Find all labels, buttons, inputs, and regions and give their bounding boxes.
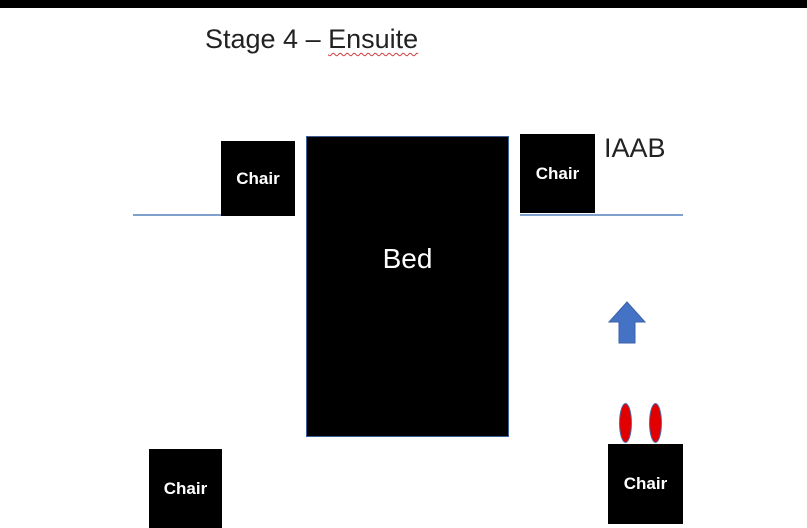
bed-label: Bed (382, 243, 433, 274)
chair-bottom-left: Chair (149, 449, 222, 528)
chair-top-right: Chair (520, 134, 595, 213)
title-emphasis: Ensuite (328, 24, 419, 54)
chair-label: Chair (535, 163, 580, 183)
chair-bottom-right: Chair (608, 444, 683, 524)
wall-line-left (133, 214, 223, 216)
arrow-up-icon (607, 301, 647, 344)
red-marker-icon (619, 403, 632, 443)
diagram-title: Stage 4 – Ensuite (205, 24, 418, 55)
chair-top-left: Chair (221, 141, 295, 216)
chair-label: Chair (163, 478, 208, 498)
title-prefix: Stage 4 – (205, 24, 329, 54)
code-label: IAAB (604, 133, 666, 163)
wall-line-right (520, 214, 683, 216)
top-border-bar (0, 0, 807, 8)
bed: Bed (306, 136, 509, 437)
chair-label: Chair (236, 168, 280, 188)
red-marker-icon (649, 403, 662, 443)
chair-label: Chair (623, 474, 668, 493)
